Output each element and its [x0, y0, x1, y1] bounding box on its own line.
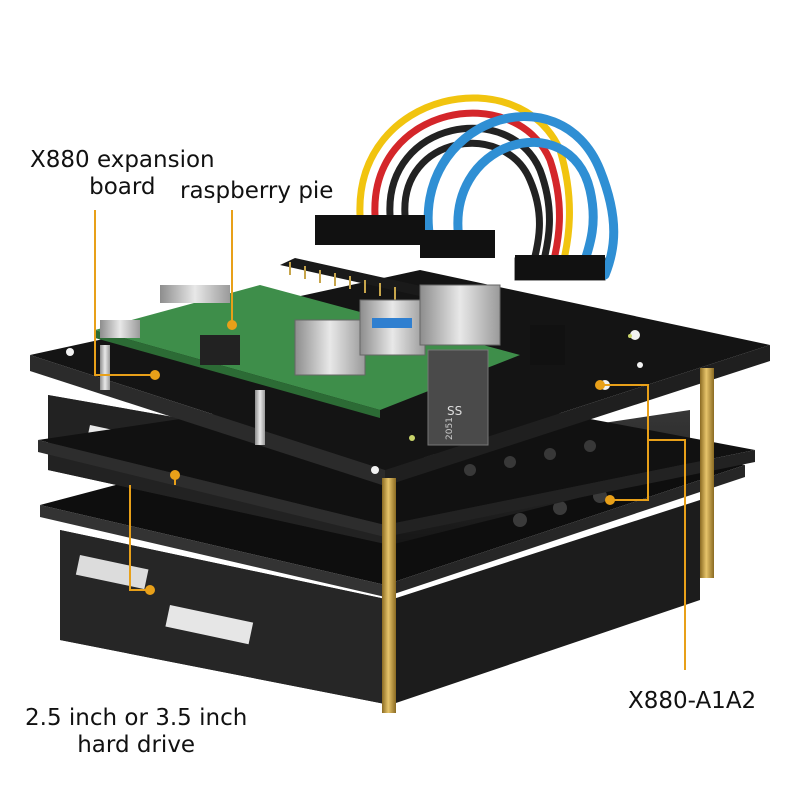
- label-hard-drive: 2.5 inch or 3.5 inch hard drive: [25, 705, 247, 759]
- label-x880-expansion-board: X880 expansion board: [30, 147, 215, 201]
- sata-cables: [315, 94, 619, 280]
- leader-lines: [94, 210, 686, 670]
- brass-standoffs: [100, 345, 714, 713]
- label-hard-drive-line1: 2.5 inch or 3.5 inch: [25, 705, 248, 731]
- label-raspberry-pi-text: raspberry pie: [180, 178, 334, 204]
- usb3-logo-text: SS: [447, 404, 462, 418]
- label-case-model: X880-A1A2: [628, 688, 756, 715]
- label-x880-expansion-board-line2: board: [89, 174, 156, 200]
- bottom-hard-drive: [60, 500, 700, 705]
- label-case-model-text: X880-A1A2: [628, 688, 757, 714]
- leader-dots: [145, 320, 615, 595]
- label-x880-expansion-board-line1: X880 expansion: [30, 147, 215, 173]
- raspberry-pi-board: SS 2051: [95, 258, 565, 446]
- label-hard-drive-line2: hard drive: [77, 732, 196, 758]
- label-raspberry-pi: raspberry pie: [180, 178, 333, 205]
- usb-port-text: 2051: [445, 417, 455, 440]
